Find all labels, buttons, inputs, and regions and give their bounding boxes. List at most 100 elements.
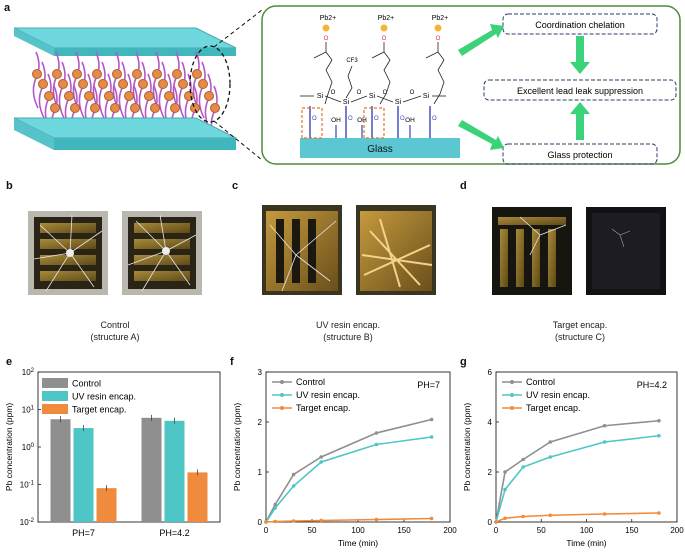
legend-label: Control xyxy=(296,377,325,387)
x-tick-label: 200 xyxy=(670,526,684,535)
data-point xyxy=(657,418,661,423)
data-point xyxy=(319,460,323,464)
y-tick-label: 0 xyxy=(488,518,493,527)
photo-target-1 xyxy=(492,207,572,295)
pb-ball xyxy=(204,91,214,101)
bond-highlight xyxy=(301,107,323,139)
photo-control-1 xyxy=(28,211,108,295)
legend-swatch xyxy=(42,391,68,401)
bar xyxy=(141,417,162,522)
panel-letter-f: f xyxy=(230,356,234,368)
y-axis-label: Pb concentration (ppm) xyxy=(462,403,472,492)
x-tick-label: 50 xyxy=(308,526,317,535)
data-point xyxy=(521,465,525,469)
bar xyxy=(73,428,94,522)
x-axis-label: Time (min) xyxy=(566,538,606,548)
y-tick-label: 2 xyxy=(488,468,493,477)
pb-ball xyxy=(190,103,200,113)
photo-target-2 xyxy=(586,207,666,295)
data-point xyxy=(503,516,507,521)
pb-ball xyxy=(144,91,154,101)
pb-ball xyxy=(70,103,80,113)
data-point xyxy=(273,519,277,524)
bond-highlight xyxy=(363,107,385,139)
pb-ball xyxy=(112,69,122,79)
data-point xyxy=(494,520,498,524)
y-tick-label: 100 xyxy=(22,443,35,452)
data-point xyxy=(291,484,296,488)
y-tick-label: 6 xyxy=(488,368,493,377)
data-point xyxy=(602,440,607,444)
pb-ball xyxy=(130,103,140,113)
data-point xyxy=(602,512,607,516)
y-axis-label: Pb concentration (ppm) xyxy=(232,403,242,492)
glass-label: Glass xyxy=(367,144,393,155)
x-category-label: PH=7 xyxy=(72,528,95,538)
panel-letter-c: c xyxy=(232,180,239,192)
pb-ball xyxy=(178,79,188,89)
o-atom: O xyxy=(357,90,362,96)
data-point xyxy=(503,470,507,474)
data-point xyxy=(429,417,434,422)
pb-ball xyxy=(64,91,74,101)
oh-group: OH xyxy=(405,117,415,124)
pb-ion xyxy=(322,24,330,32)
pb-ball xyxy=(50,103,60,113)
legend-swatch xyxy=(42,378,68,388)
pb-ball xyxy=(44,91,54,101)
photo-uv-2 xyxy=(356,205,436,295)
series-line xyxy=(265,436,432,523)
series-line xyxy=(495,434,659,523)
cf3-label: CF3 xyxy=(346,58,358,64)
data-point xyxy=(374,442,379,447)
caption-uv-line2: (structure B) xyxy=(323,332,373,342)
legend-label: Target encap. xyxy=(72,405,127,415)
data-point xyxy=(374,431,379,435)
legend-label: Target encap. xyxy=(296,403,351,413)
flow-box-coordination xyxy=(502,13,658,35)
data-point xyxy=(602,423,607,428)
pb-ball xyxy=(98,79,108,89)
panel-letter-a: a xyxy=(4,2,11,14)
pb-ball xyxy=(110,103,120,113)
o-atom: O xyxy=(383,90,388,96)
y-tick-label: 101 xyxy=(22,406,35,415)
pb-ball xyxy=(170,103,180,113)
carbonyl-o: O xyxy=(436,36,441,42)
series-line xyxy=(265,517,432,523)
x-tick-label: 0 xyxy=(264,526,269,535)
anchor-o: O xyxy=(374,116,379,122)
pb-ball xyxy=(164,91,174,101)
pb-ball xyxy=(150,103,160,113)
pb-ball xyxy=(52,69,62,79)
glass-substrate xyxy=(300,138,460,158)
pb-ball xyxy=(124,91,134,101)
pb-ball xyxy=(138,79,148,89)
series-line xyxy=(495,419,659,523)
data-point xyxy=(264,520,268,524)
data-point xyxy=(521,457,525,462)
pb-ball xyxy=(90,103,100,113)
y-tick-label: 0 xyxy=(258,518,263,527)
data-point xyxy=(319,518,323,523)
pb-ball xyxy=(104,91,114,101)
x-category-label: PH=4.2 xyxy=(159,528,189,538)
pb-label: Pb2+ xyxy=(320,15,337,22)
si-atom: Si xyxy=(423,93,430,100)
legend-label: Control xyxy=(526,377,555,387)
oh-group: OH xyxy=(331,117,341,124)
y-tick-label: 1 xyxy=(258,468,263,477)
x-tick-label: 150 xyxy=(397,526,411,535)
x-tick-label: 50 xyxy=(537,526,546,535)
legend-label: Control xyxy=(72,379,101,389)
flow-box-lead-leak xyxy=(483,79,677,101)
flow-text-coordination: Coordination chelation xyxy=(535,20,625,30)
y-tick-label: 102 xyxy=(22,368,35,377)
y-tick-label: 10-2 xyxy=(20,518,35,527)
y-tick-label: 4 xyxy=(488,418,493,427)
